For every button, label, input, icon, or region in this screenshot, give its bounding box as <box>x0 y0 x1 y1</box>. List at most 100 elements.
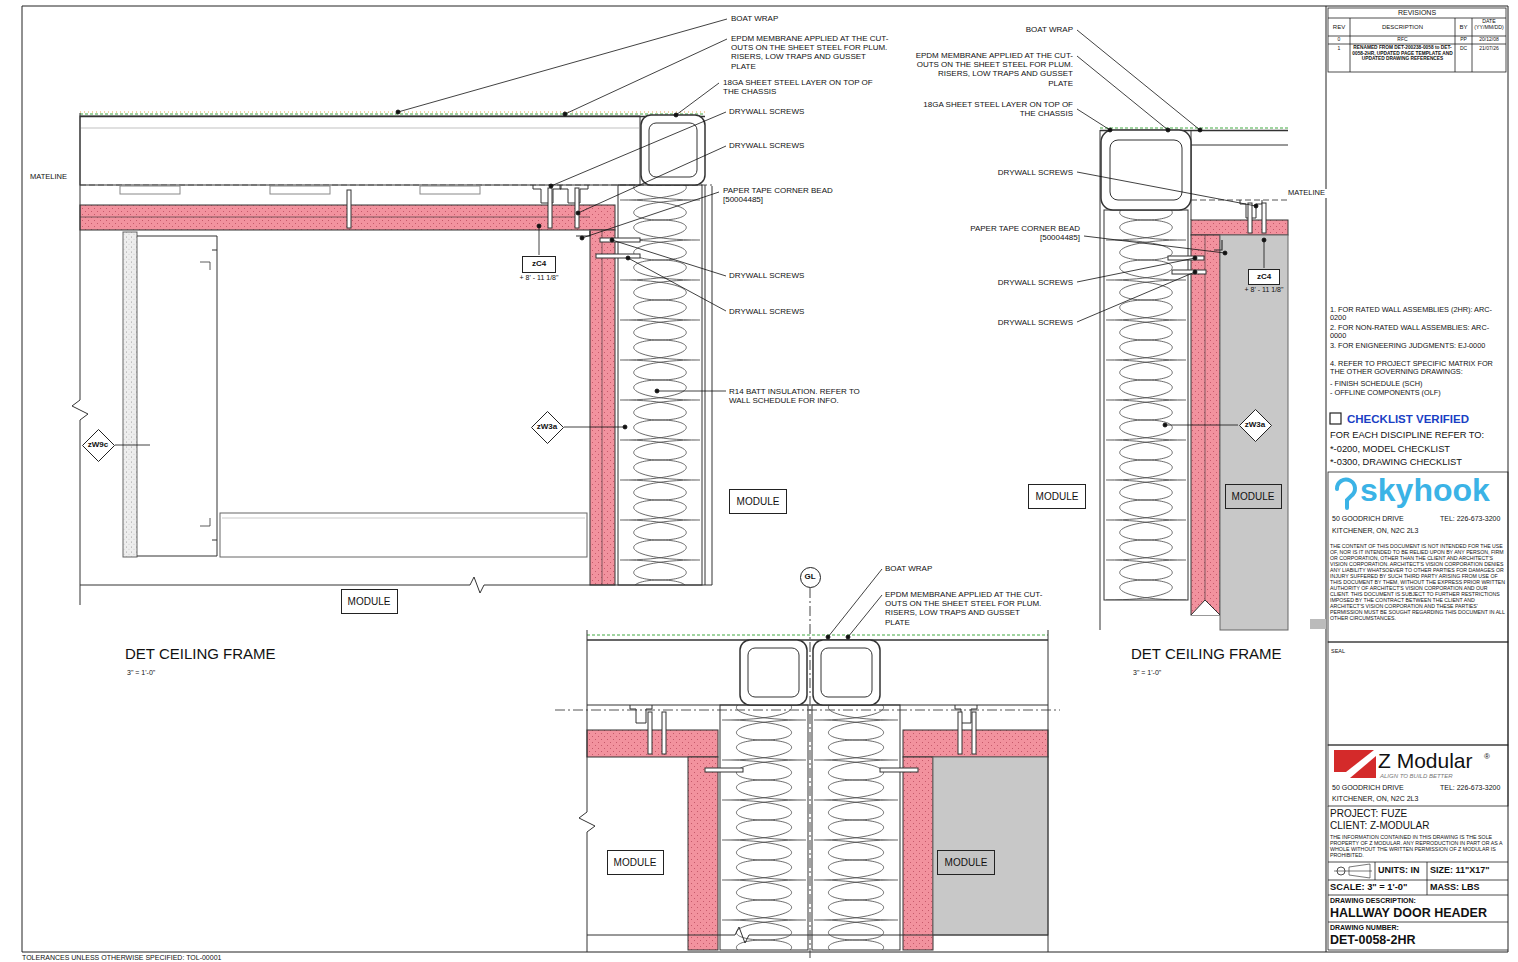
right-detail <box>1172 270 1206 274</box>
right-detail <box>1262 203 1266 233</box>
leader-lines <box>563 112 567 116</box>
leader-lines <box>1166 128 1170 132</box>
address-text: 50 GOODRICH DRIVE <box>1332 784 1404 792</box>
tag-text: zW3a <box>1245 421 1265 430</box>
table-cell: DATE (YY/MM/DD) <box>1472 19 1506 31</box>
table-cell: DESCRIPTION <box>1350 24 1455 31</box>
leader-lines <box>610 238 614 242</box>
title-block <box>1328 18 1506 72</box>
right-detail <box>1191 220 1288 235</box>
module-tag: MODULE <box>341 589 398 614</box>
bottom-detail <box>688 757 718 950</box>
left-detail <box>602 230 603 585</box>
leader-lines <box>655 389 659 393</box>
right-detail <box>1100 130 1101 630</box>
address-text: TEL: 226-673-3200 <box>1440 515 1500 523</box>
table-cell: SIZE: 11"X17" <box>1430 865 1490 875</box>
tag-text: zC4 <box>1257 273 1271 282</box>
callout-label: EPDM MEMBRANE APPLIED AT THE CUT-OUTS ON… <box>913 51 1073 88</box>
callout-label: BOAT WRAP <box>885 564 932 573</box>
address-text: KITCHENER, ON, N2C 2L3 <box>1332 527 1418 535</box>
tag-text: MODULE <box>1232 491 1275 502</box>
right-detail <box>1220 235 1288 630</box>
title-block <box>1328 806 1508 950</box>
callout-label: PAPER TAPE CORNER BEAD [50004485] <box>950 224 1080 242</box>
left-detail <box>80 217 590 218</box>
table-cell: MASS: LBS <box>1430 882 1480 892</box>
note-text: 1. FOR RATED WALL ASSEMBLIES (2HR): ARC-… <box>1330 306 1505 323</box>
sheet-frame <box>1326 6 1327 952</box>
tag-text: zC4 <box>532 260 546 269</box>
section-tag: zC4+ 8' - 11 1/8" <box>1248 269 1280 285</box>
left-detail <box>649 123 697 177</box>
module-tag: MODULE <box>1225 484 1282 509</box>
bottom-detail <box>933 757 1048 935</box>
scale-note: 3" = 1'-0" <box>1133 669 1161 677</box>
callout-label: 18GA SHEET STEEL LAYER ON TOP OF THE CHA… <box>923 100 1073 118</box>
address-text: KITCHENER, ON, N2C 2L3 <box>1332 795 1418 803</box>
callout-label: MATELINE <box>30 173 67 182</box>
left-detail <box>590 230 615 585</box>
callout-label: DRYWALL SCREWS <box>729 307 804 316</box>
leader-lines <box>115 19 1266 639</box>
tag-text: MODULE <box>737 496 780 507</box>
leader-lines <box>1223 251 1227 255</box>
bottom-detail <box>587 927 1048 943</box>
project-text: CLIENT: Z-MODULAR <box>1330 820 1429 832</box>
table-cell: REV <box>1328 24 1350 31</box>
project-text: PROJECT: FUZE <box>1330 808 1407 820</box>
section-tag: zC4+ 8' - 11 1/8" <box>522 256 556 273</box>
left-detail <box>200 262 210 526</box>
company-logo: skyhook <box>1360 472 1490 509</box>
left-detail <box>80 116 705 118</box>
title-block <box>1328 642 1508 745</box>
right-detail <box>1168 256 1204 260</box>
leader-lines <box>1163 423 1167 427</box>
module-tag: MODULE <box>1028 484 1086 509</box>
tag-text: zW3a <box>537 423 557 432</box>
note-text: 3. FOR ENIGNEERING JUDGMENTS: EJ-0000 <box>1330 342 1505 350</box>
wall-type-tag: zW3a <box>1239 409 1272 442</box>
left-detail <box>596 254 640 258</box>
callout-label: DRYWALL SCREWS <box>953 278 1073 287</box>
dimension-text: + 8' - 11 1/8" <box>1245 286 1284 294</box>
bottom-detail <box>587 639 1048 641</box>
leader-lines <box>626 256 630 260</box>
title-block <box>1328 8 1508 950</box>
company-logo: Z Modular <box>1378 749 1473 773</box>
bottom-detail <box>587 634 1048 635</box>
right-detail <box>1191 130 1288 220</box>
table-cell: 1 <box>1328 46 1350 52</box>
leader-lines <box>537 224 541 228</box>
circle-shape <box>800 567 820 587</box>
left-detail <box>533 185 561 203</box>
title-block <box>1328 472 1508 642</box>
bottom-detail <box>705 768 743 772</box>
disclaimer-text: THE CONTENT OF THIS DOCUMENT IS NOT INTE… <box>1330 544 1506 622</box>
callout-label: BOAT WRAP <box>953 25 1073 34</box>
tag-text: GL <box>804 573 815 582</box>
note-text: - FINISH SCHEDULE (SCH) <box>1330 380 1422 388</box>
leader-lines <box>576 211 580 215</box>
leader-lines <box>1198 128 1202 132</box>
leader-lines <box>115 19 727 445</box>
tag-text: MODULE <box>348 596 391 607</box>
disclaimer-text: THE INFORMATION CONTAINED IN THIS DRAWIN… <box>1330 834 1506 858</box>
drawing-number: DET-0058-2HR <box>1330 933 1415 947</box>
bottom-detail <box>813 640 880 705</box>
left-detail <box>705 185 712 585</box>
bottom-detail <box>903 757 933 950</box>
tag-text: MODULE <box>614 857 657 868</box>
bottom-detail <box>555 588 1060 960</box>
left-detail <box>123 232 137 557</box>
right-detail <box>1100 127 1288 128</box>
title-block <box>1330 413 1341 424</box>
right-detail <box>1100 128 1290 630</box>
leader-lines <box>828 569 882 637</box>
sheet-frame <box>22 6 1508 952</box>
leader-lines <box>549 184 553 188</box>
callout-label: DRYWALL SCREWS <box>729 141 804 150</box>
address-text: TEL: 226-673-3200 <box>1440 784 1500 792</box>
leader-lines <box>1262 238 1266 242</box>
leader-lines <box>1108 128 1112 132</box>
